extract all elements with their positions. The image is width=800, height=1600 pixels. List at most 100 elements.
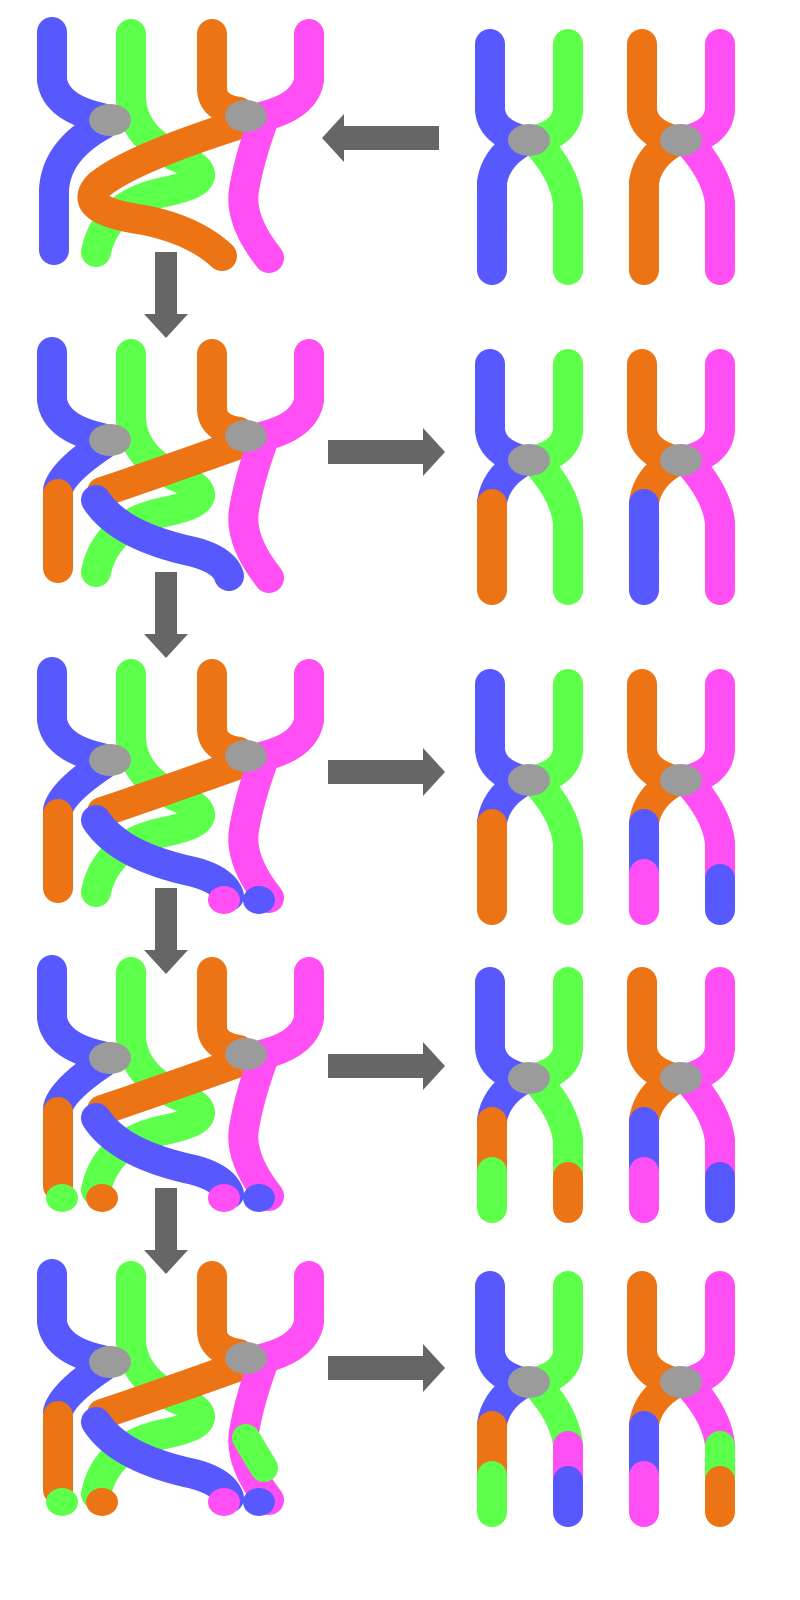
result-stage-1 (475, 29, 735, 285)
magenta-lower-arm (228, 749, 284, 913)
chromatid-b-upper (521, 29, 583, 155)
centromere (660, 444, 702, 476)
centromere (660, 764, 702, 796)
result-chromosome-right (627, 1271, 735, 1527)
magenta-swapped-tip (208, 1184, 240, 1212)
tetrad-stage-2 (37, 337, 324, 593)
orange-upper-arm (197, 957, 254, 1065)
tetrad-stage-5 (37, 1259, 324, 1516)
chromatid-a-upper (475, 349, 537, 475)
centromere-left (89, 424, 131, 456)
chromatid-a-upper (475, 29, 537, 155)
chromatid-a-upper (627, 1271, 689, 1397)
centromere (508, 1062, 550, 1094)
centromere (508, 124, 550, 156)
magenta-upper-arm (241, 659, 324, 773)
centromere (508, 1366, 550, 1398)
arrow-stage-3-right (328, 748, 445, 796)
magenta-lower-arm (228, 429, 284, 593)
orange-lower-arm-upper (87, 1049, 249, 1125)
blue-swapped-tip (243, 886, 275, 914)
chromatid-a-upper (475, 967, 537, 1093)
orange-lower-arm-upper (87, 1353, 249, 1429)
centromere (660, 124, 702, 156)
magenta-swapped-tip (208, 1488, 240, 1516)
result-chromosome-left (475, 1271, 583, 1527)
result-chromosome-right (627, 29, 735, 285)
centromere-left (89, 744, 131, 776)
result-stage-5 (475, 1271, 735, 1527)
magenta-upper-arm (241, 339, 324, 453)
blue-swapped-segment (81, 805, 244, 911)
centromere-right (225, 740, 267, 772)
blue-upper-arm (37, 17, 117, 133)
blue-swapped-segment (81, 485, 244, 591)
result-chromosome-right (627, 967, 735, 1223)
centromere-left (89, 1042, 131, 1074)
orange-upper-arm (197, 19, 254, 127)
magenta-swapped-tip (208, 886, 240, 914)
chromatid-b-upper (521, 349, 583, 475)
magenta-upper-arm (241, 957, 324, 1071)
tetrad-stage-4 (37, 955, 324, 1212)
chromatid-b-upper (673, 349, 735, 475)
orange-lower-arm (77, 111, 249, 271)
orange-lower-arm-upper (87, 431, 249, 507)
orange-lower-arm-upper (87, 751, 249, 827)
green-swapped-tip (46, 1184, 78, 1212)
blue-upper-arm (37, 955, 117, 1071)
blue-swapped-segment (81, 1407, 244, 1513)
blue-lower-arm (39, 109, 119, 265)
magenta-upper-arm (241, 19, 324, 133)
centromere-left (89, 104, 131, 136)
blue-upper-arm (37, 657, 117, 773)
result-chromosome-right (627, 669, 735, 925)
centromere (660, 1062, 702, 1094)
orange-upper-arm (197, 1261, 254, 1369)
centromere-right (225, 420, 267, 452)
centromere (508, 764, 550, 796)
down-arrow-4 (144, 1188, 188, 1274)
chromatid-a-upper (627, 967, 689, 1093)
result-chromosome-left (475, 29, 583, 285)
magenta-upper-arm (241, 1261, 324, 1375)
chromatid-a-upper (475, 669, 537, 795)
blue-swapped-tip (243, 1488, 275, 1516)
magenta-lower-arm (228, 109, 284, 273)
blue-swapped-tip (243, 1184, 275, 1212)
chromatid-b-upper (673, 29, 735, 155)
down-arrow-1 (144, 252, 188, 338)
tetrad-stage-3 (37, 657, 324, 914)
result-chromosome-right (627, 349, 735, 605)
arrow-stage-5-right (328, 1344, 445, 1392)
orange-swapped-tip (86, 1184, 118, 1212)
chromatid-b-upper (521, 669, 583, 795)
result-chromosome-left (475, 967, 583, 1223)
chromatid-a-upper (627, 349, 689, 475)
centromere-right (225, 100, 267, 132)
chromatid-b-upper (521, 967, 583, 1093)
result-chromosome-left (475, 669, 583, 925)
blue-upper-arm (37, 1259, 117, 1375)
arrow-stage-4-right (328, 1042, 445, 1090)
centromere (660, 1366, 702, 1398)
arrow-stage-2-right (328, 428, 445, 476)
green-swapped-mid (232, 1424, 278, 1482)
chromatid-b-upper (673, 967, 735, 1093)
result-chromosome-left (475, 349, 583, 605)
result-stage-2 (475, 349, 735, 605)
orange-upper-arm (197, 659, 254, 767)
chromatid-b-upper (673, 1271, 735, 1397)
orange-swapped-tip (86, 1488, 118, 1516)
blue-swapped-segment (81, 1103, 244, 1209)
centromere-right (225, 1342, 267, 1374)
orange-upper-arm (197, 339, 254, 447)
tetrad-stage-1 (37, 17, 324, 273)
magenta-lower-arm (228, 1047, 284, 1211)
arrow-stage-1-left (322, 114, 439, 162)
blue-upper-arm (37, 337, 117, 453)
chromatid-b-upper (521, 1271, 583, 1397)
chromatid-a-upper (627, 29, 689, 155)
chromatid-a-upper (475, 1271, 537, 1397)
